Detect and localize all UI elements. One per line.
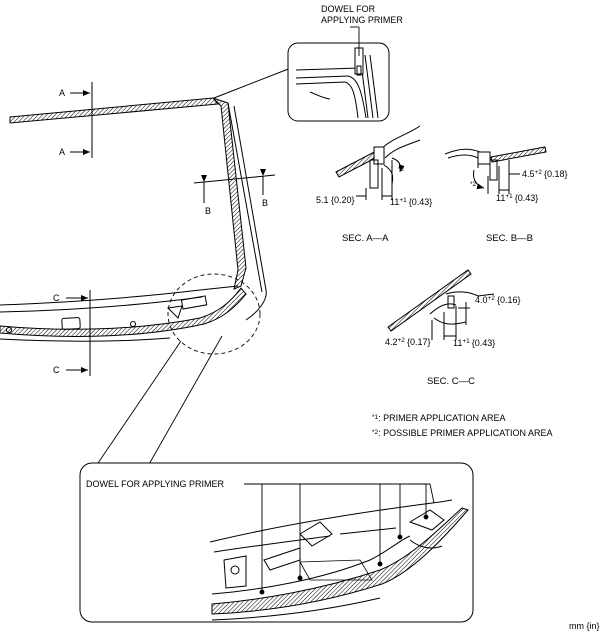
cowl-hole-2 [130, 321, 136, 327]
section-marker-b [193, 169, 276, 203]
marker-c-top: C [53, 293, 60, 303]
sec-b-mark: *2 [470, 181, 477, 188]
section-c-drawing [387, 269, 495, 340]
sec-c-dim-width: 11+1{0.43} [453, 338, 495, 348]
bottom-detail-drawing [209, 499, 469, 621]
units-label: mm {in} [569, 621, 600, 631]
a-pillar [212, 97, 247, 290]
note-1: *1: PRIMER APPLICATION AREA [372, 413, 506, 423]
top-dowel-label-1: DOWEL FOR [321, 4, 376, 14]
sec-c-dim-top: 4.0+2{0.16} [475, 295, 520, 305]
sec-b-title: SEC. B—B [486, 233, 533, 244]
bottom-dowel-label: DOWEL FOR APPLYING PRIMER [86, 479, 225, 489]
marker-b-left: B [205, 206, 211, 216]
detail-circle [167, 273, 261, 355]
top-detail-box [287, 42, 390, 122]
roof-panel [9, 97, 219, 124]
sec-b-dim-width: 11+1{0.43} [496, 193, 538, 203]
section-a-drawing [335, 125, 421, 200]
sec-a-title: SEC. A—A [342, 233, 389, 244]
section-marker-a [70, 82, 93, 158]
marker-b-right: B [262, 198, 268, 208]
marker-c-bottom: C [53, 365, 60, 375]
sec-b-dim-gap: 4.5+2{0.18} [522, 169, 567, 179]
note-2: *2: POSSIBLE PRIMER APPLICATION AREA [372, 428, 553, 438]
sec-c-dim-left: 4.2+2{0.17} [385, 337, 430, 347]
section-marker-c [66, 290, 91, 376]
sec-a-dim-width: 11+1{0.43} [390, 197, 432, 207]
cowl-slot-left [61, 317, 81, 330]
cowl-hole-1 [6, 327, 12, 333]
cowl-panel [0, 287, 247, 337]
section-b-drawing [444, 146, 547, 194]
marker-a-bottom: A [59, 147, 65, 157]
top-dowel-label-2: APPLYING PRIMER [321, 15, 403, 25]
sec-a-dim-left: 5.1 {0.20} [316, 195, 355, 205]
body-outline [0, 65, 297, 342]
marker-a-top: A [59, 88, 65, 98]
sec-a-mark: *2 [398, 166, 405, 173]
sec-c-title: SEC. C—C [427, 376, 475, 387]
